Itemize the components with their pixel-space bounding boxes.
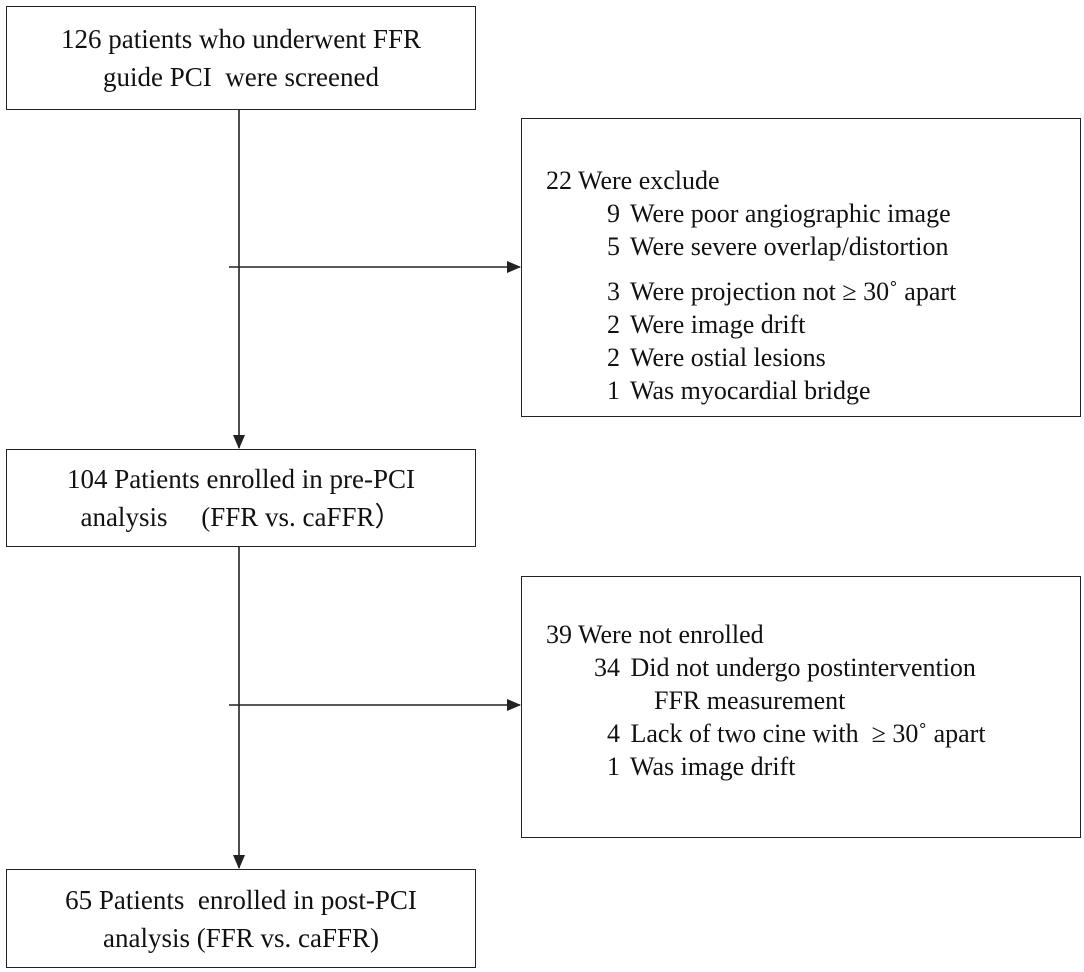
post-pci-box: 65 Patients enrolled in post-PCI analysi… [6, 869, 476, 968]
excluded-item: 5 Were severe overlap/distortion [607, 232, 949, 261]
not-enrolled-item-continuation: FFR measurement [654, 686, 846, 715]
excluded-item: 2 Were ostial lesions [607, 343, 826, 372]
not-enrolled-item: 4 Lack of two cine with ≥ 30˚ apart [607, 719, 986, 748]
screened-line-2: guide PCI were screened [103, 62, 379, 92]
post-pci-line-1: 65 Patients enrolled in post-PCI [65, 884, 417, 915]
not-enrolled-item: 1 Was image drift [607, 752, 796, 781]
excluded-item: 2 Were image drift [607, 310, 806, 339]
not-enrolled-box: 39 Were not enrolled 34 Did not undergo … [521, 576, 1081, 838]
excluded-heading: 22 Were exclude [546, 166, 720, 195]
pre-pci-line-1: 104 Patients enrolled in pre-PCI [67, 464, 415, 494]
excluded-item: 9 Were poor angiographic image [607, 199, 951, 228]
pre-pci-line-2: analysis (FFR vs. caFFR） [80, 502, 402, 532]
not-enrolled-heading: 39 Were not enrolled [546, 620, 764, 649]
excluded-item: 3 Were projection not ≥ 30˚ apart [607, 277, 957, 306]
screened-line-1: 126 patients who underwent FFR [61, 24, 421, 54]
post-pci-line-2: analysis (FFR vs. caFFR) [102, 922, 380, 953]
screened-box: 126 patients who underwent FFR guide PCI… [6, 6, 476, 110]
excluded-item: 1 Was myocardial bridge [607, 376, 871, 405]
excluded-box: 22 Were exclude 9 Were poor angiographic… [521, 118, 1081, 417]
pre-pci-box: 104 Patients enrolled in pre-PCI analysi… [6, 449, 476, 547]
not-enrolled-item: 34 Did not undergo postintervention [594, 653, 976, 682]
